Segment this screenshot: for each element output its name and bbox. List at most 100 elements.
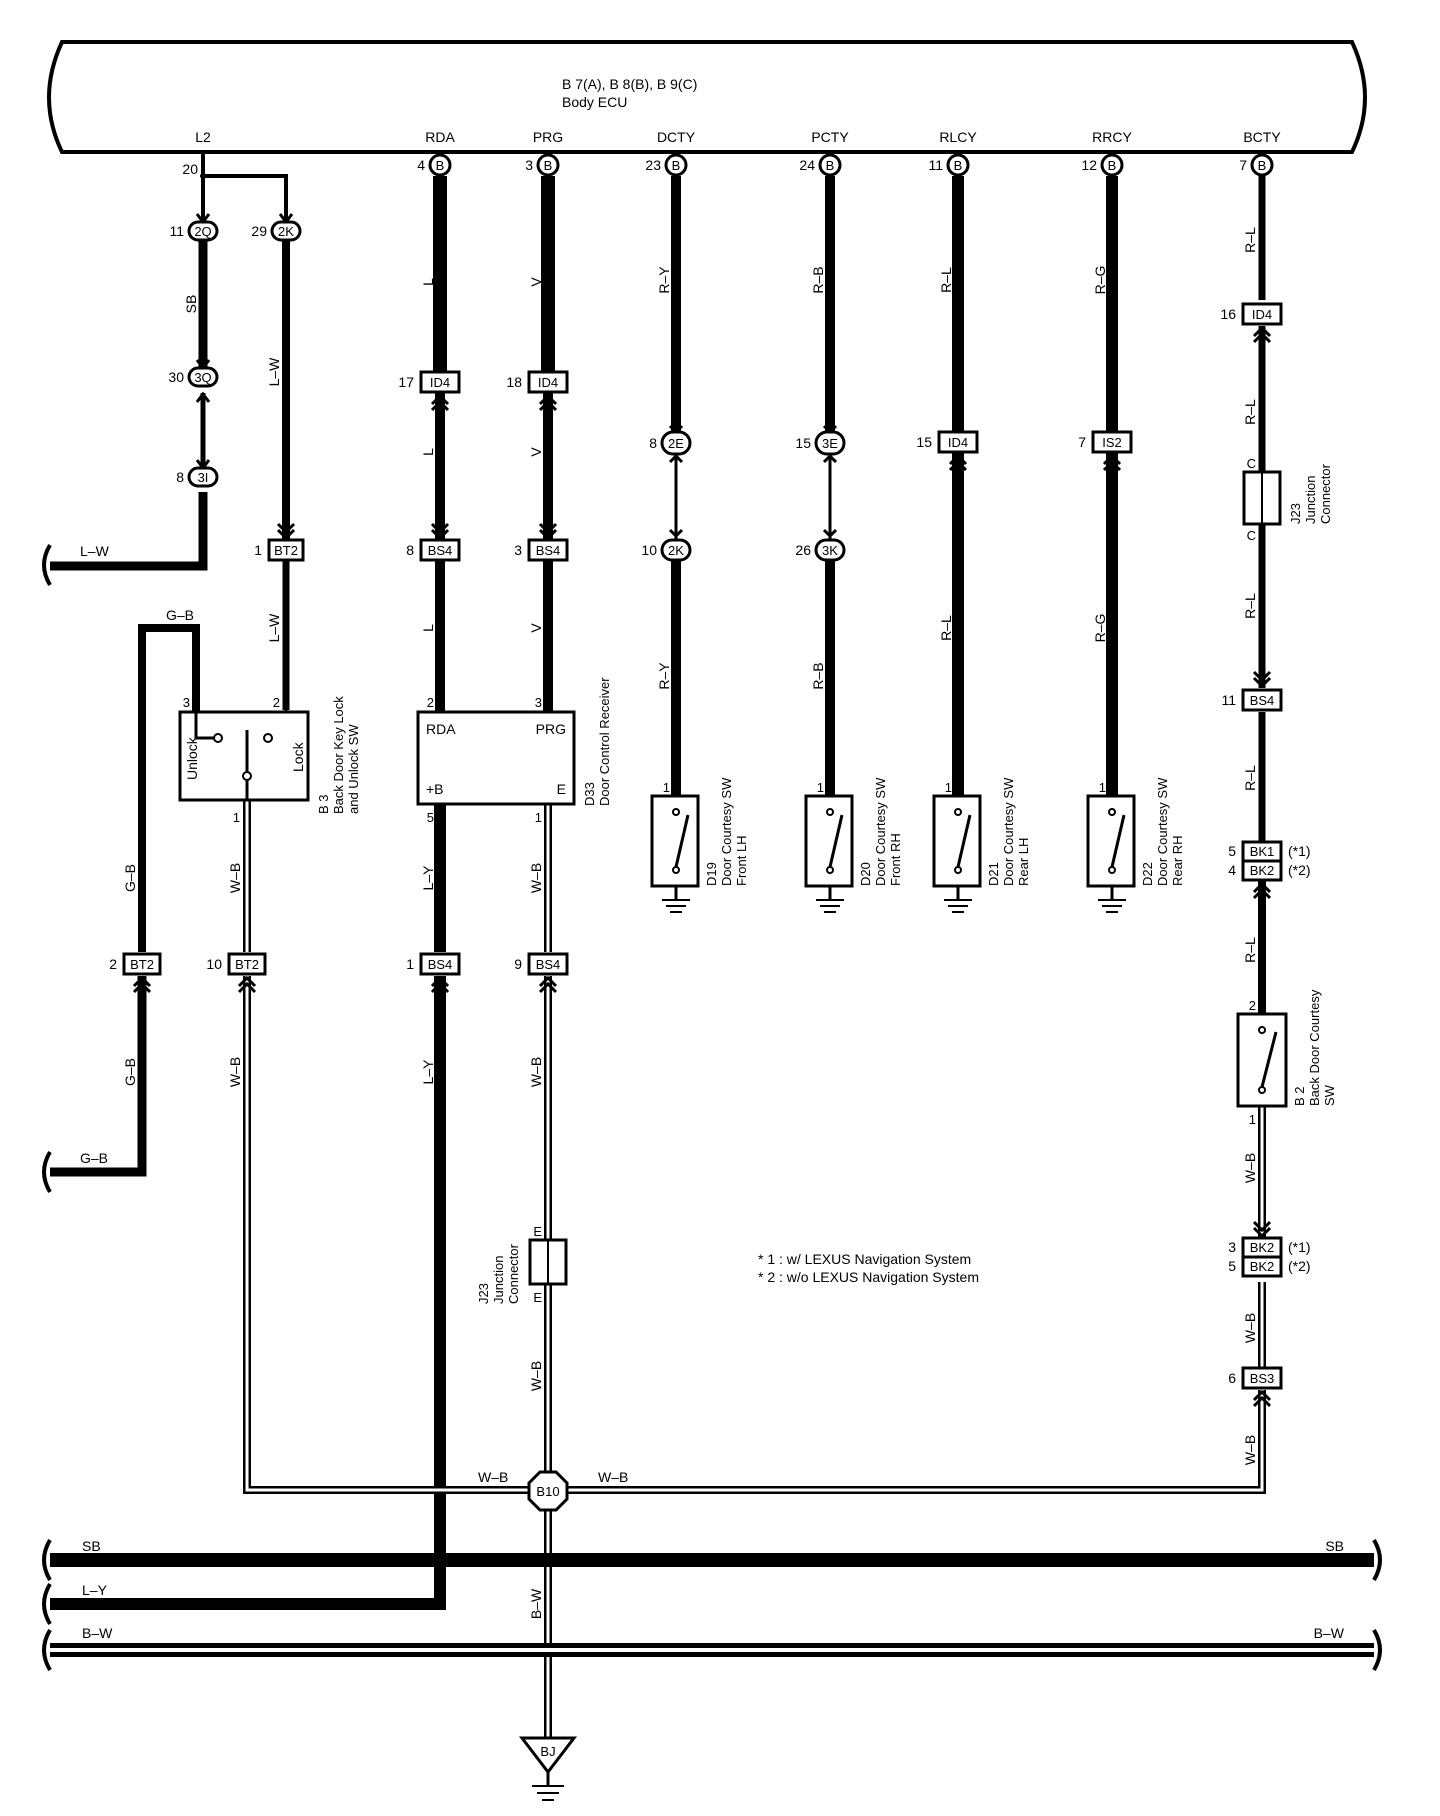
receiver-prg: PRG xyxy=(536,721,566,737)
svg-text:(*2): (*2) xyxy=(1288,1258,1311,1274)
svg-text:1: 1 xyxy=(1249,1112,1256,1127)
connector-bt2-wb: BT2 10 xyxy=(206,952,267,994)
connector-id4-bcty: ID4 16 xyxy=(1220,302,1283,344)
svg-text:7: 7 xyxy=(1078,434,1086,450)
svg-text:BT2: BT2 xyxy=(274,543,298,558)
svg-text:2: 2 xyxy=(1249,998,1256,1013)
receiver-e: E xyxy=(557,781,566,797)
svg-text:9: 9 xyxy=(514,956,522,972)
svg-text:Door Courtesy SW: Door Courtesy SW xyxy=(1001,777,1016,886)
svg-text:L–Y: L–Y xyxy=(420,865,436,891)
pin-bcty: BCTY xyxy=(1243,129,1281,145)
svg-text:W–B: W–B xyxy=(478,1469,508,1485)
switch-b3-id: B 3 xyxy=(316,794,331,814)
svg-text:W–B: W–B xyxy=(1242,1313,1258,1343)
rda-wire-2: L xyxy=(420,448,436,456)
svg-text:R–G: R–G xyxy=(1092,266,1108,295)
svg-text:(*1): (*1) xyxy=(1288,843,1311,859)
svg-text:16: 16 xyxy=(1220,306,1236,322)
rda-wire-3: L xyxy=(420,624,436,632)
prg-wire-2: V xyxy=(528,447,544,457)
svg-text:18: 18 xyxy=(506,374,522,390)
connector-3q: 3Q 30 xyxy=(168,359,219,403)
bottom-wb-label: B–W xyxy=(528,1588,544,1619)
svg-text:B: B xyxy=(544,158,553,173)
connector-bs4-prg: BS4 3 xyxy=(514,522,569,562)
svg-text:23: 23 xyxy=(645,157,661,173)
prg-wire-1: V xyxy=(528,277,544,287)
svg-text:5: 5 xyxy=(1228,1258,1236,1274)
svg-text:2: 2 xyxy=(427,695,434,710)
svg-text:11: 11 xyxy=(169,223,184,239)
svg-text:1: 1 xyxy=(254,542,262,558)
svg-text:29: 29 xyxy=(251,223,267,239)
svg-text:ID4: ID4 xyxy=(538,375,558,390)
svg-text:3: 3 xyxy=(1228,1239,1236,1255)
rda-wire-1: L xyxy=(420,278,436,286)
lower-section: G–B W–B L–Y W–B BT2 2 BT2 10 BS4 1 BS4 9 xyxy=(109,863,628,1801)
svg-text:Door Courtesy SW: Door Courtesy SW xyxy=(1155,777,1170,886)
svg-text:B: B xyxy=(672,158,681,173)
svg-text:R–L: R–L xyxy=(1242,593,1258,619)
svg-text:Rear LH: Rear LH xyxy=(1016,838,1031,886)
svg-text:BK2: BK2 xyxy=(1250,1259,1275,1274)
svg-text:10: 10 xyxy=(206,956,222,972)
svg-text:3Q: 3Q xyxy=(194,370,211,385)
ecu-pin-dcty: 23 B xyxy=(645,153,688,177)
svg-text:Door Courtesy SW: Door Courtesy SW xyxy=(719,777,734,886)
svg-text:J23: J23 xyxy=(1288,503,1303,524)
svg-text:L–Y: L–Y xyxy=(420,1059,436,1085)
junction-connector-j23-e: E E J23 Junction Connector xyxy=(476,1224,568,1305)
receiver-plus-b: +B xyxy=(426,781,444,797)
svg-text:3: 3 xyxy=(514,542,522,558)
svg-text:3: 3 xyxy=(535,695,542,710)
courtesy-switch-front-lh: R–Y 2E 8 2K 10 R–Y 1 D19 Door Courtesy S… xyxy=(641,266,749,913)
connector-id4-rda: ID4 17 xyxy=(398,370,461,412)
courtesy-switch-rear-lh: R–L ID4 15 R–L 1 D21 Door Courtesy SW Re… xyxy=(916,267,1031,913)
switch-pin-2: 2 xyxy=(273,695,280,710)
svg-text:ID4: ID4 xyxy=(948,435,968,450)
svg-text:D20: D20 xyxy=(858,862,873,886)
svg-text:R–G: R–G xyxy=(1092,614,1108,643)
svg-text:1: 1 xyxy=(663,780,670,795)
pin-rrcy: RRCY xyxy=(1092,129,1132,145)
switch-b3-name: Back Door Key Lock xyxy=(331,696,346,814)
pin-rda: RDA xyxy=(425,129,455,145)
ground-wires xyxy=(243,800,1266,1738)
svg-text:R–L: R–L xyxy=(1242,227,1258,253)
ecu-pin-prg: 3 B xyxy=(525,153,560,177)
svg-text:R–Y: R–Y xyxy=(656,266,672,294)
svg-text:3I: 3I xyxy=(198,470,209,485)
ecu-pin-rlcy: 11 B xyxy=(928,153,970,177)
svg-text:3E: 3E xyxy=(822,436,838,451)
svg-text:7: 7 xyxy=(1239,157,1247,173)
back-door-key-lock-switch: G–B 3 2 Unlock Lock 1 B 3 Back Door Key … xyxy=(166,607,361,825)
svg-text:1: 1 xyxy=(945,780,952,795)
svg-text:D19: D19 xyxy=(704,862,719,886)
svg-text:BK2: BK2 xyxy=(1250,1240,1275,1255)
svg-text:15: 15 xyxy=(795,435,811,451)
connector-bk2-pair: BK2 BK2 3 5 (*1) (*2) xyxy=(1228,1220,1311,1278)
connector-bs4-rda: BS4 8 xyxy=(406,522,461,562)
svg-text:W–B: W–B xyxy=(1242,1153,1258,1183)
svg-text:W–B: W–B xyxy=(528,1057,544,1087)
svg-text:BS4: BS4 xyxy=(1250,693,1275,708)
switch-pin-3: 3 xyxy=(183,695,190,710)
notes: * 1 : w/ LEXUS Navigation System * 2 : w… xyxy=(758,1251,979,1285)
connector-bs4-wb: BS4 9 xyxy=(514,952,569,994)
svg-text:D22: D22 xyxy=(1140,862,1155,886)
l2-connectors: 2Q 11 2K 29 SB L–W 3Q 30 3I 8 BT2 1 xyxy=(168,213,305,642)
svg-text:11: 11 xyxy=(928,157,943,173)
svg-text:BS3: BS3 xyxy=(1250,1371,1275,1386)
svg-text:15: 15 xyxy=(916,434,932,450)
svg-text:(*1): (*1) xyxy=(1288,1239,1311,1255)
pin-prg: PRG xyxy=(533,129,563,145)
svg-text:10: 10 xyxy=(641,542,657,558)
pin-rlcy: RLCY xyxy=(939,129,977,145)
junction-connector-j23-c: C C J23 Junction Connector xyxy=(1242,456,1333,543)
svg-text:Front RH: Front RH xyxy=(888,833,903,886)
svg-text:BS4: BS4 xyxy=(536,957,561,972)
svg-text:12: 12 xyxy=(1081,157,1097,173)
svg-text:B 2: B 2 xyxy=(1292,1086,1307,1106)
svg-text:B: B xyxy=(1258,158,1267,173)
